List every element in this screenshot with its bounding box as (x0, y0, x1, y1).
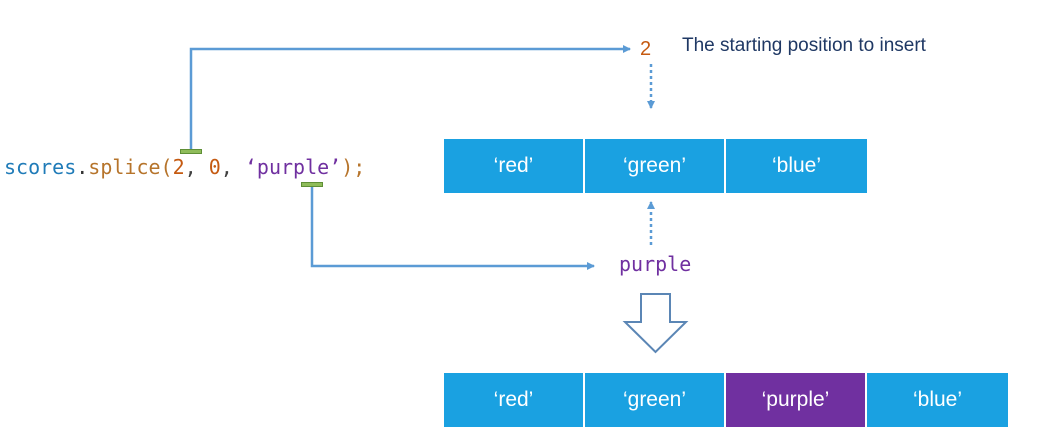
insert-item-value: purple (619, 252, 692, 276)
start-connector-arrow (189, 45, 631, 150)
code-arg-start: 2 (172, 155, 185, 179)
result-down-arrow-icon (622, 293, 689, 354)
start-position-description: The starting position to insert (682, 35, 926, 56)
code-separator-1: , (184, 155, 209, 179)
array-after-cell: ‘red’ (444, 373, 585, 427)
array-after-inserted-cell: ‘purple’ (726, 373, 867, 427)
array-after-cell: ‘blue’ (867, 373, 1008, 427)
code-arg-item: ‘purple’ (244, 155, 342, 179)
array-before-cell: ‘blue’ (726, 139, 867, 193)
start-arg-marker (180, 149, 202, 154)
code-close: ); (341, 155, 366, 179)
code-dot: . (76, 155, 89, 179)
array-before: ‘red’ ‘green’ ‘blue’ (444, 139, 867, 193)
code-arg-delete-count: 0 (208, 155, 221, 179)
array-after-cell: ‘green’ (585, 373, 726, 427)
code-open-paren: ( (160, 155, 173, 179)
item-connector-arrow (310, 186, 595, 270)
code-separator-2: , (220, 155, 245, 179)
code-line: scores.splice(2, 0, ‘purple’); (4, 152, 365, 182)
item-arg-marker (301, 182, 323, 187)
start-position-value: 2 (640, 38, 652, 60)
code-object: scores (4, 155, 77, 179)
code-method: splice (88, 155, 161, 179)
array-after: ‘red’ ‘green’ ‘purple’ ‘blue’ (444, 373, 1008, 427)
array-before-cell: ‘green’ (585, 139, 726, 193)
array-before-cell: ‘red’ (444, 139, 585, 193)
